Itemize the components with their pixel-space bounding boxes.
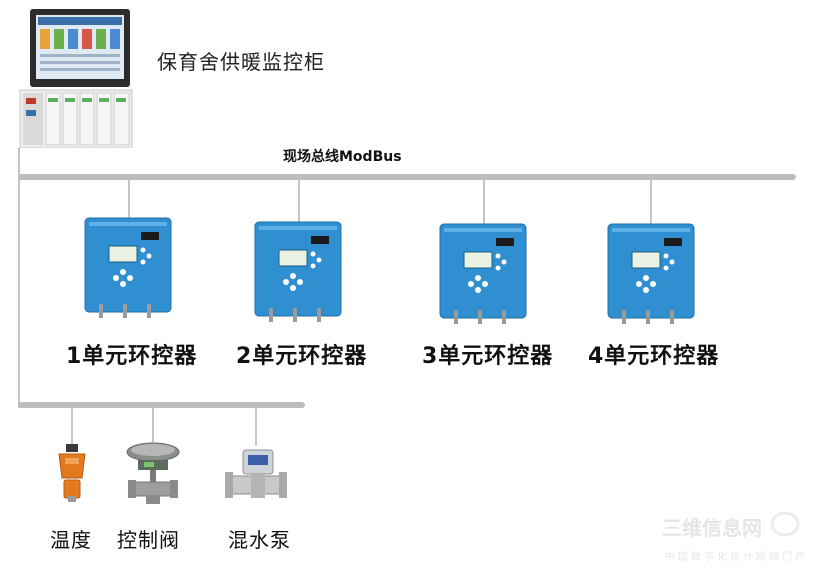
control-cabinet bbox=[18, 6, 143, 149]
controller-3 bbox=[438, 222, 530, 328]
drop-line-2 bbox=[298, 180, 300, 224]
bus-label: 现场总线ModBus bbox=[283, 149, 402, 165]
controller-icon bbox=[607, 223, 695, 324]
field-label-pump: 混水泵 bbox=[228, 528, 291, 552]
watermark-text: 三维信息网 bbox=[662, 516, 762, 540]
modbus-line bbox=[18, 174, 796, 180]
controller-2 bbox=[253, 220, 345, 326]
drop-line-3 bbox=[483, 180, 485, 226]
cabinet-label: 保育舍供暖监控柜 bbox=[157, 50, 325, 74]
drop-line-pump bbox=[255, 408, 257, 446]
controller-label-3: 3单元环控器 bbox=[422, 344, 554, 369]
field-label-temperature: 温度 bbox=[50, 528, 92, 552]
drop-line-valve bbox=[152, 408, 154, 442]
watermark-subtext: 中国数字化设计网络门户 bbox=[665, 552, 808, 563]
controller-label-2: 2单元环控器 bbox=[236, 344, 368, 369]
field-line bbox=[18, 402, 305, 408]
trunk-line bbox=[18, 148, 20, 408]
hmi-plc-icon bbox=[19, 9, 133, 149]
mixing-pump-icon bbox=[225, 449, 287, 498]
controller-icon bbox=[254, 221, 342, 322]
controller-icon bbox=[439, 223, 527, 324]
mixing-pump bbox=[223, 444, 289, 506]
controller-label-4: 4单元环控器 bbox=[588, 344, 720, 369]
control-valve bbox=[124, 440, 182, 506]
drop-line-temp bbox=[71, 408, 73, 446]
controller-4 bbox=[606, 222, 698, 328]
drop-line-1 bbox=[128, 180, 130, 220]
controller-1 bbox=[83, 216, 175, 322]
temperature-sensor-icon bbox=[58, 444, 86, 502]
controller-label-1: 1单元环控器 bbox=[66, 344, 198, 369]
control-valve-icon bbox=[126, 442, 180, 504]
watermark-logo-icon bbox=[770, 510, 800, 538]
temperature-sensor bbox=[56, 444, 88, 502]
field-label-valve: 控制阀 bbox=[117, 528, 180, 552]
controller-icon bbox=[84, 217, 172, 318]
drop-line-4 bbox=[650, 180, 652, 226]
